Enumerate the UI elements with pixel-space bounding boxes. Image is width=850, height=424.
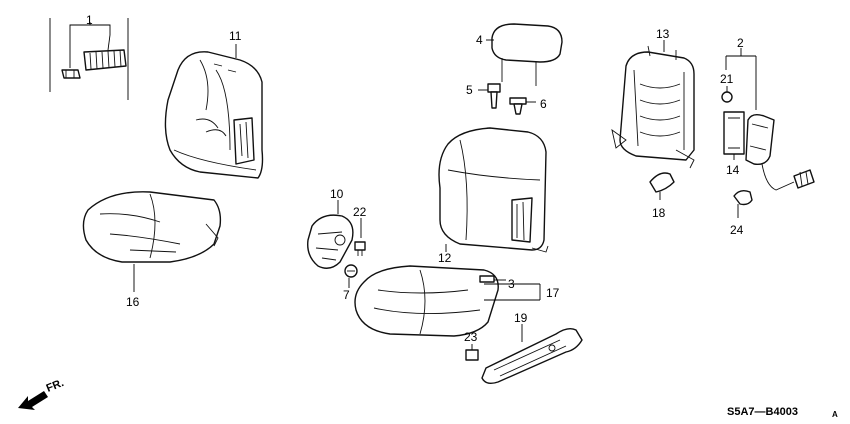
part-10-hinge-cover xyxy=(307,200,354,269)
part-13-seat-back-frame xyxy=(611,40,695,169)
part-22-bolt xyxy=(354,218,366,256)
callout-12: 12 xyxy=(438,251,452,265)
part-19-side-trim xyxy=(481,324,583,385)
part-18-lever-knob xyxy=(649,172,675,200)
callout-5: 5 xyxy=(466,83,473,97)
part-16-seat-cushion-cover xyxy=(82,191,222,292)
part-23-nut xyxy=(465,344,479,361)
callout-21: 21 xyxy=(720,72,734,86)
callout-16: 16 xyxy=(126,295,140,309)
part-6-headrest-guide xyxy=(509,97,536,115)
callout-23: 23 xyxy=(464,330,478,344)
diagram-code-suffix: A xyxy=(832,410,838,419)
part-21-clip xyxy=(721,86,733,103)
callout-18: 18 xyxy=(652,206,666,220)
callout-1: 1 xyxy=(86,13,93,27)
callout-2: 2 xyxy=(737,36,744,50)
diagram-code: S5A7—B4003 A xyxy=(727,406,838,419)
callout-3: 3 xyxy=(508,277,515,291)
part-1-clip-inset xyxy=(49,18,129,100)
callout-14: 14 xyxy=(726,163,740,177)
callout-19: 19 xyxy=(514,311,528,325)
direction-label: FR. xyxy=(45,377,66,395)
part-11-seat-back-cover xyxy=(164,44,264,179)
callout-4: 4 xyxy=(476,33,483,47)
part-12-seat-back-pad xyxy=(438,127,549,253)
callout-13: 13 xyxy=(656,27,670,41)
part-2-side-airbag xyxy=(725,48,815,191)
diagram-code-text: S5A7—B4003 xyxy=(727,406,798,418)
part-4-headrest xyxy=(486,23,563,86)
part-5-headrest-guide xyxy=(478,83,501,109)
front-direction-indicator: FR. xyxy=(18,377,66,410)
callout-11: 11 xyxy=(229,29,242,43)
part-3-clip xyxy=(479,275,506,283)
part-24-cap xyxy=(733,189,753,218)
callout-17: 17 xyxy=(546,286,560,300)
front-arrow-icon xyxy=(18,391,48,410)
callout-labels: 1 2 3 4 5 6 7 10 11 12 13 14 16 17 18 19… xyxy=(86,13,744,344)
callout-6: 6 xyxy=(540,97,547,111)
callout-10: 10 xyxy=(330,187,344,201)
part-17-seat-cushion-pad xyxy=(354,265,541,337)
callout-22: 22 xyxy=(353,205,367,219)
callout-7: 7 xyxy=(343,288,350,302)
part-14-inflator-pad xyxy=(723,111,745,160)
part-7-screw xyxy=(344,264,358,288)
callout-24: 24 xyxy=(730,223,744,237)
